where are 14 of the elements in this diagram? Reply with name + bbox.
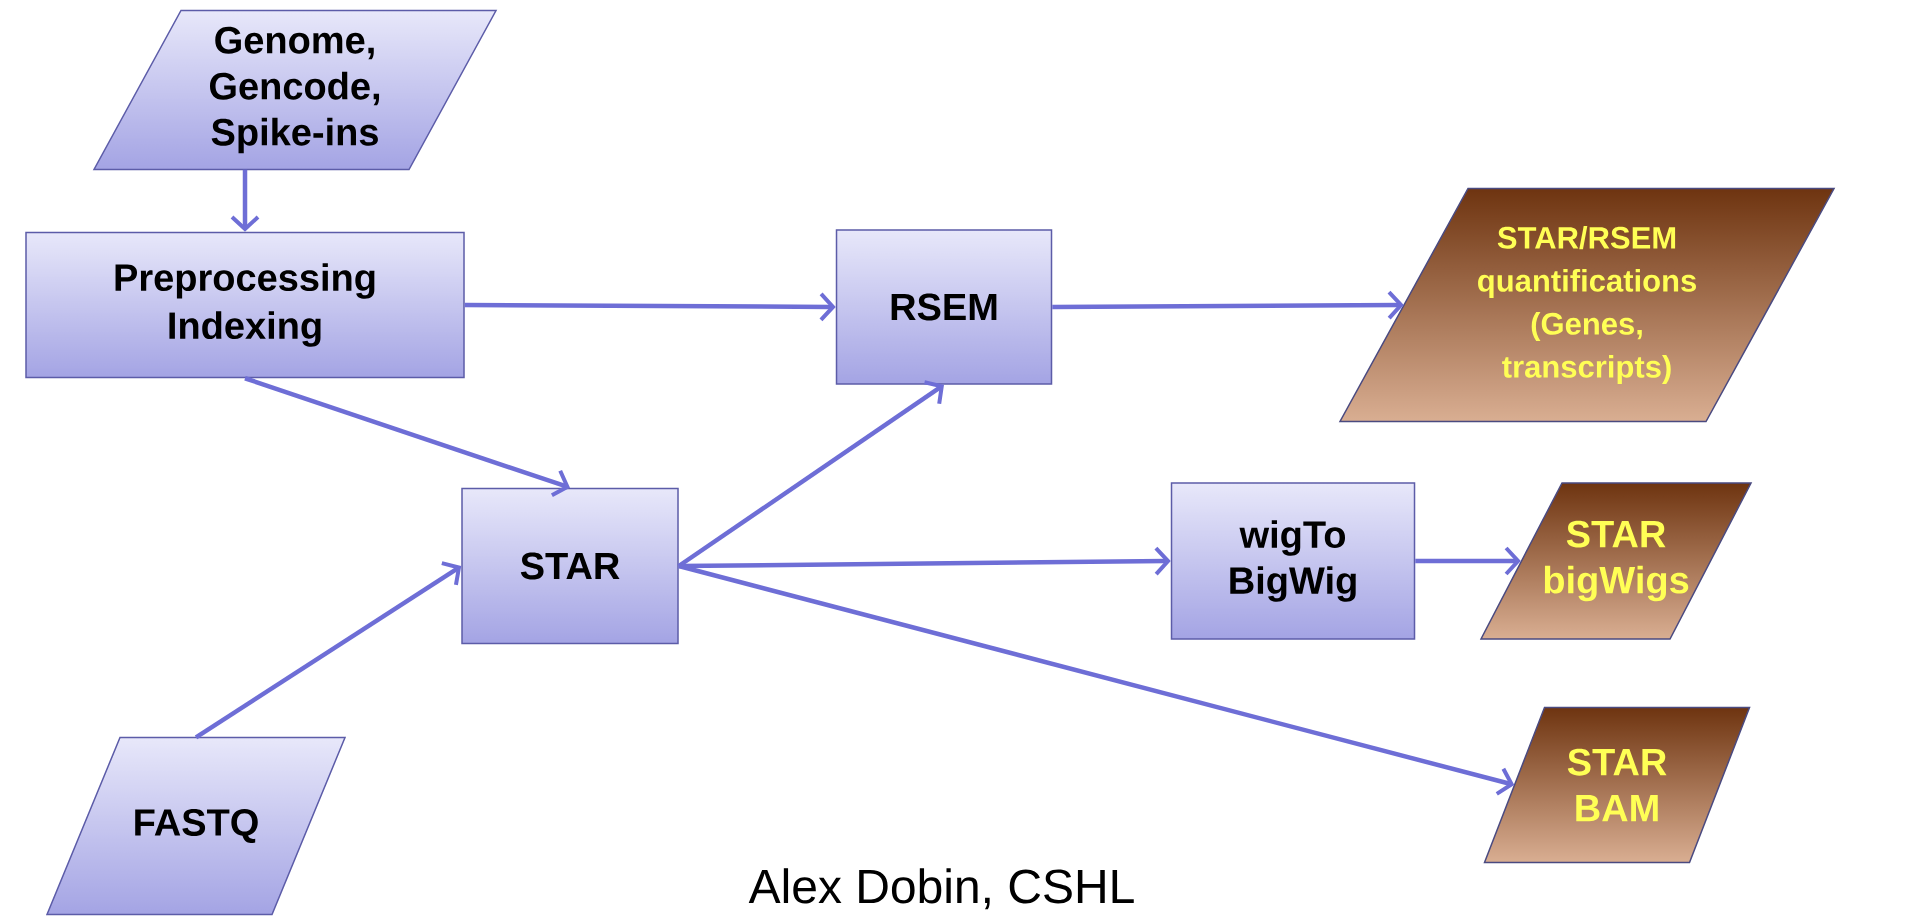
process-box: RSEM [835,229,1053,385]
arrow [678,563,1515,796]
process-box: wigTo BigWig [1170,482,1416,640]
arrow [1052,290,1404,320]
arrow [194,561,462,740]
arrow [677,380,944,568]
author-credit: Alex Dobin, CSHL [748,868,1134,910]
arrow [464,292,836,322]
arrow [244,376,570,498]
process-box: Preprocessing Indexing [25,231,465,379]
arrow [1415,546,1521,576]
process-box: STAR [461,487,679,645]
arrow [230,169,260,232]
output-parallelogram: STAR BAM [1483,706,1751,864]
